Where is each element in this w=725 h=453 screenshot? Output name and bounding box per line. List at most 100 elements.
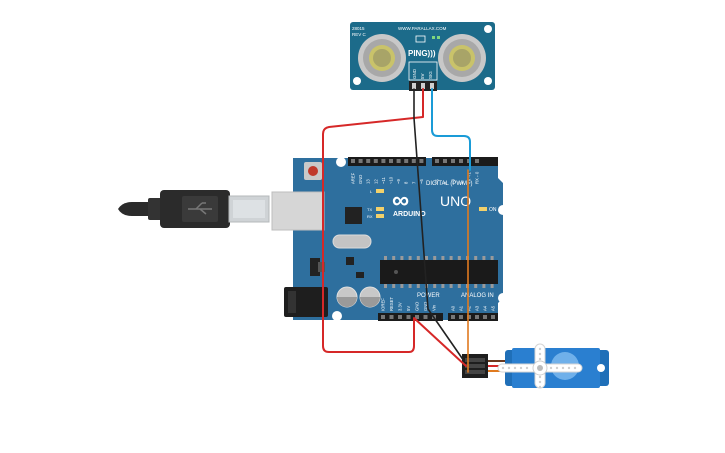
- usb-cable-tail: [118, 202, 150, 216]
- digital-label: DIGITAL (PWM~): [426, 181, 473, 187]
- pin-label: 2: [459, 181, 464, 184]
- pin-hole[interactable]: [419, 159, 424, 163]
- ping-pin-sig[interactable]: [430, 83, 434, 89]
- ping-pin-5v[interactable]: [421, 83, 425, 89]
- pin-label: A5: [491, 305, 496, 311]
- ping-pin-label-box: [408, 61, 438, 81]
- pin-hole[interactable]: [404, 159, 409, 163]
- micro-servo-motor[interactable]: [462, 343, 609, 389]
- pin-hole[interactable]: [366, 159, 371, 163]
- ping-model-code: 28015: [352, 26, 365, 31]
- pin-label: 7: [411, 181, 416, 184]
- usb-cable-strain-relief: [148, 198, 162, 220]
- pin-hole[interactable]: [411, 159, 416, 163]
- pin-hole[interactable]: [358, 159, 363, 163]
- arduino-brand-label: ARDUINO: [393, 211, 426, 218]
- pin-label: IOREF: [381, 298, 386, 311]
- pin-hole[interactable]: [381, 159, 386, 163]
- pin-hole[interactable]: [351, 159, 355, 163]
- digital-header-right: [432, 157, 498, 166]
- pin-hole[interactable]: [396, 159, 401, 163]
- wire-ground[interactable]: [413, 88, 465, 362]
- ping-revision: REV C: [352, 32, 367, 37]
- pin-label: Vin: [432, 304, 437, 311]
- pin-hole[interactable]: [398, 315, 402, 319]
- pin-hole[interactable]: [373, 159, 378, 163]
- voltage-regulator: [310, 258, 320, 276]
- pin-label: 3.3V: [398, 302, 403, 311]
- pin-hole[interactable]: [451, 159, 455, 163]
- led-label-l: L: [370, 189, 373, 194]
- wire-5v-power[interactable]: [322, 88, 467, 367]
- ping-ultrasonic-sensor[interactable]: 28015 REV C WWW.PARALLAX.COM PING))) GND…: [350, 22, 495, 91]
- atmega-microcontroller: [380, 260, 498, 284]
- wire-ping-signal[interactable]: [431, 88, 471, 171]
- mounting-hole: [336, 157, 346, 167]
- pin-label: ~5: [435, 179, 440, 184]
- mounting-hole: [597, 364, 605, 372]
- servo-horn-icon[interactable]: [497, 343, 583, 389]
- usb-cable[interactable]: [118, 190, 270, 228]
- on-label: ON: [489, 207, 497, 213]
- pin-hole[interactable]: [406, 315, 411, 319]
- reset-button-cap[interactable]: [308, 166, 318, 176]
- ping-name-label: PING))): [408, 49, 436, 58]
- wires[interactable]: [322, 88, 471, 373]
- pin-hole[interactable]: [389, 159, 393, 163]
- pin-hole[interactable]: [451, 315, 455, 319]
- pin-hole[interactable]: [381, 315, 385, 319]
- pin-hole[interactable]: [475, 159, 479, 163]
- pin-label: GND: [415, 302, 420, 311]
- pin-label: GND: [423, 302, 428, 311]
- pin-hole[interactable]: [459, 159, 463, 163]
- arduino-model-label: UNO: [440, 193, 471, 209]
- ultrasonic-transducer-left-icon: [358, 34, 406, 82]
- pin-hole[interactable]: [423, 315, 428, 319]
- pin-hole[interactable]: [483, 315, 487, 319]
- pin-label: A4: [483, 305, 488, 311]
- pin-hole[interactable]: [415, 315, 419, 319]
- pin-label: A3: [475, 305, 480, 311]
- pin-label: ~6: [419, 179, 424, 184]
- arduino-infinity-logo-icon: ∞: [392, 187, 409, 214]
- pin-label: 8: [404, 181, 409, 184]
- bottom-pin-holes[interactable]: [381, 315, 495, 319]
- mounting-hole: [484, 77, 492, 85]
- ping-pin-gnd[interactable]: [412, 83, 416, 89]
- digital-header-left: [348, 157, 426, 166]
- pin-label: ~3: [451, 179, 456, 184]
- pin-hole[interactable]: [491, 315, 495, 319]
- pin-hole[interactable]: [459, 315, 463, 319]
- ping-pin-label-gnd: GND: [412, 68, 417, 79]
- crystal-oscillator: [332, 234, 372, 249]
- pin-hole[interactable]: [467, 315, 471, 319]
- mounting-hole: [332, 311, 342, 321]
- analog-header: [448, 313, 498, 321]
- pin-label: TX→1: [467, 171, 472, 184]
- pin-hole[interactable]: [443, 159, 447, 163]
- on-led: [479, 207, 487, 211]
- pin-label: 5V: [406, 306, 411, 311]
- power-label: POWER: [417, 293, 440, 299]
- led-label-rx: RX: [367, 214, 373, 219]
- ping-website: WWW.PARALLAX.COM: [398, 26, 447, 31]
- pin-label: 4: [443, 181, 448, 184]
- mounting-hole: [498, 205, 508, 215]
- analog-in-label: ANALOG IN: [461, 293, 494, 299]
- ultrasonic-transducer-right-icon: [438, 34, 486, 82]
- mounting-hole: [498, 293, 508, 303]
- pin-label: A0: [451, 305, 456, 311]
- digital-pin-holes[interactable]: [351, 159, 479, 163]
- ping-led: [415, 35, 426, 43]
- pin-label: AREF: [351, 172, 356, 184]
- ping-indicator: [432, 36, 435, 39]
- pin-label: ~10: [389, 176, 394, 184]
- pin-hole[interactable]: [435, 159, 439, 163]
- pin-hole[interactable]: [389, 315, 394, 319]
- pin-hole[interactable]: [475, 315, 479, 319]
- pin-label: RX←0: [475, 171, 480, 184]
- pin-label: ~9: [396, 179, 401, 184]
